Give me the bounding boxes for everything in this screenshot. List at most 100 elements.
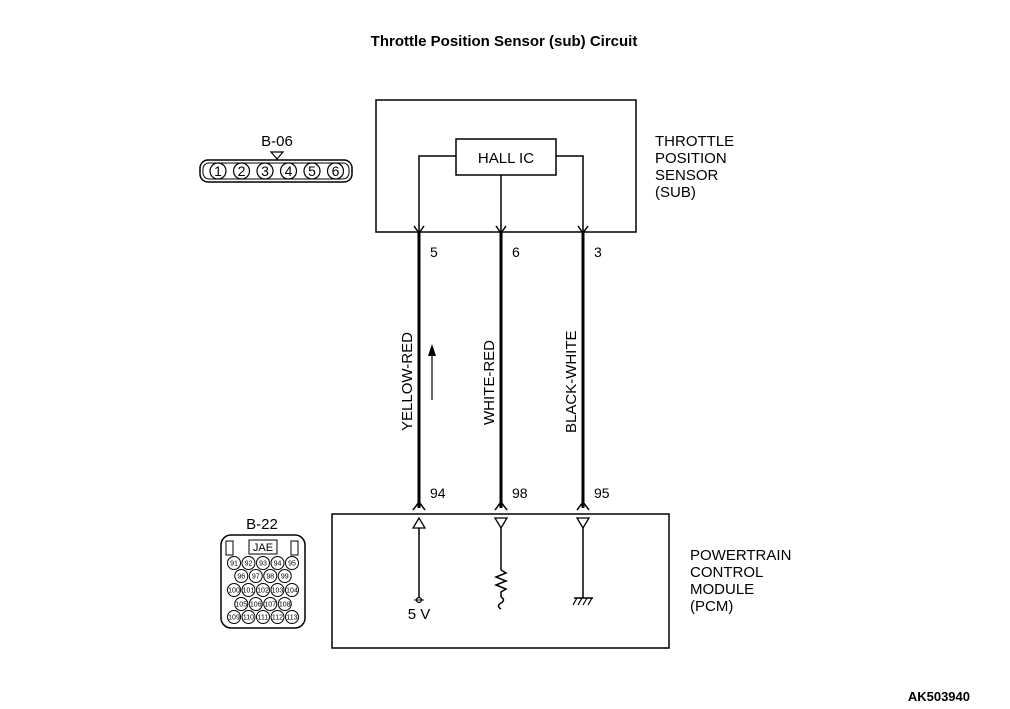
connector-b22-pin-106 (248, 597, 263, 611)
connector-b22-pin-110 (241, 610, 256, 624)
connector-b22-pin-label: 91 (230, 561, 238, 568)
wire-yellow-red: 5 94 YELLOW-RED (399, 225, 446, 511)
sensor-terminal-pin6 (495, 225, 507, 235)
pcm-pin-95-label: 95 (594, 485, 610, 501)
connector-b22-pin-label: 110 (243, 615, 254, 622)
connector-b22-pin-94 (270, 556, 285, 570)
connector-b22-pin-111 (256, 610, 270, 624)
figure-code: AK503940 (908, 689, 970, 704)
pcm-terminal-pin95 (576, 500, 590, 511)
pcm-signal-input (493, 517, 509, 610)
connector-b22-pin-103 (270, 583, 285, 597)
connector-b22-pin-104 (285, 583, 299, 597)
connector-b06-pin-3 (256, 162, 274, 180)
hall-ic-box (455, 138, 557, 176)
connector-b22-pin-label: 103 (272, 588, 284, 595)
connector-b22-pin-97 (248, 569, 263, 583)
pcm-name: POWERTRAIN CONTROL MODULE (PCM) (690, 547, 791, 615)
connector-b22-key-right (290, 540, 299, 556)
pcm-name-line-2: CONTROL (690, 564, 763, 581)
pcm-5v-supply: 5 V (408, 516, 431, 623)
connector-b22-pin-100 (227, 583, 241, 597)
connector-b06-pin-label: 3 (261, 163, 269, 179)
connector-b06-pin-label: 5 (308, 163, 316, 179)
connector-b06-key-marker (269, 151, 285, 160)
connector-b22-pin-label: 109 (228, 615, 240, 622)
connector-b22-pin-label: 96 (237, 574, 245, 581)
wire-black-white: 3 95 BLACK-WHITE (563, 225, 610, 511)
connector-b06-pin-label: 1 (214, 163, 222, 179)
hall-ic-label: HALL IC (478, 150, 534, 167)
connector-b22-pin-label: 104 (286, 588, 298, 595)
connector-b22-pin-label: 97 (252, 574, 260, 581)
pcm-terminal-pin98 (494, 500, 508, 511)
sensor-terminal-pin3 (577, 225, 589, 235)
wire-color-yellow-red: YELLOW-RED (399, 332, 416, 431)
sensor-pin-6-label: 6 (512, 244, 520, 260)
ground-icon-hatch-3 (582, 597, 588, 606)
pcm-name-line-1: POWERTRAIN (690, 547, 791, 564)
connector-b22-pin-label: 113 (286, 615, 297, 622)
supply-voltage-label: 5 V (408, 606, 431, 623)
connector-b22-pin-92 (241, 556, 256, 570)
pcm-input-marker-95 (575, 517, 591, 530)
ground-icon-hatch-1 (572, 597, 578, 606)
diagram-title: Throttle Position Sensor (sub) Circuit (371, 33, 638, 50)
sensor-name-line-2: POSITION (655, 150, 727, 167)
connector-b06-label: B-06 (261, 133, 293, 150)
sensor-internal-line-pin3 (556, 155, 584, 232)
connector-b06-pin-label: 2 (238, 163, 246, 179)
sensor-pin-5-label: 5 (430, 244, 438, 260)
pcm-input-resistor (493, 569, 509, 597)
pcm-input-marker-98 (493, 517, 509, 530)
connector-b22-pin-108 (277, 597, 292, 611)
connector-b22-pin-label: 95 (288, 561, 296, 568)
connector-b22-pin-label: 105 (235, 602, 247, 609)
connector-b22-pin-101 (241, 583, 256, 597)
connector-b22-pin-label: 112 (272, 615, 283, 622)
connector-b22-pin-96 (234, 569, 249, 583)
connector-b06-pin-1 (209, 162, 227, 180)
connector-b22-pin-label: 111 (258, 615, 269, 622)
wire-white-red: 6 98 WHITE-RED (481, 225, 528, 511)
connector-b22-pin-label: 107 (264, 602, 276, 609)
pcm-name-line-3: MODULE (690, 581, 754, 598)
connector-b22-pin-113 (285, 610, 299, 624)
connector-b06-pin-label: 4 (285, 163, 293, 179)
connector-b06-outline (199, 159, 353, 183)
connector-b22-pin-label: 99 (281, 574, 289, 581)
connector-b22-pin-98 (263, 569, 278, 583)
pcm-input-circuit-break (497, 596, 505, 610)
connector-b22-pin-109 (227, 610, 241, 624)
sensor-internal-line-pin5 (418, 155, 456, 232)
connector-b22-pin-99 (277, 569, 292, 583)
connector-b22-key-left (225, 540, 234, 556)
ground-icon-hatch-4 (587, 597, 593, 606)
connector-b22-pin-102 (256, 583, 270, 597)
pcm-name-line-4: (PCM) (690, 598, 733, 615)
sensor-name: THROTTLE POSITION SENSOR (SUB) (655, 133, 734, 201)
pcm-pin-94-label: 94 (430, 485, 446, 501)
connector-b22-pin-107 (263, 597, 278, 611)
connector-b22-pin-label: 106 (250, 602, 262, 609)
connector-b06-pin-5 (303, 162, 321, 180)
connector-b22-pin-93 (256, 556, 270, 570)
connector-b06-pin-label: 6 (332, 163, 340, 179)
connector-b06-pin-4 (279, 162, 298, 180)
throttle-position-sensor-box (375, 99, 637, 233)
connector-b22-label: B-22 (246, 516, 278, 533)
connector-b22-pin-label: 92 (245, 561, 253, 568)
pcm-ground (572, 517, 593, 606)
connector-b06-pin-2 (232, 162, 251, 180)
connector-b22-pin-label: 94 (274, 561, 282, 568)
signal-direction-arrow-head (428, 344, 436, 356)
sensor-name-line-1: THROTTLE (655, 133, 734, 150)
connector-b22-pin-91 (227, 556, 241, 570)
connector-b22-pin-label: 93 (259, 561, 267, 568)
connector-b22-pin-label: 98 (266, 574, 274, 581)
connector-b22-pin-label: 102 (257, 588, 269, 595)
wire-color-black-white: BLACK-WHITE (563, 330, 580, 433)
